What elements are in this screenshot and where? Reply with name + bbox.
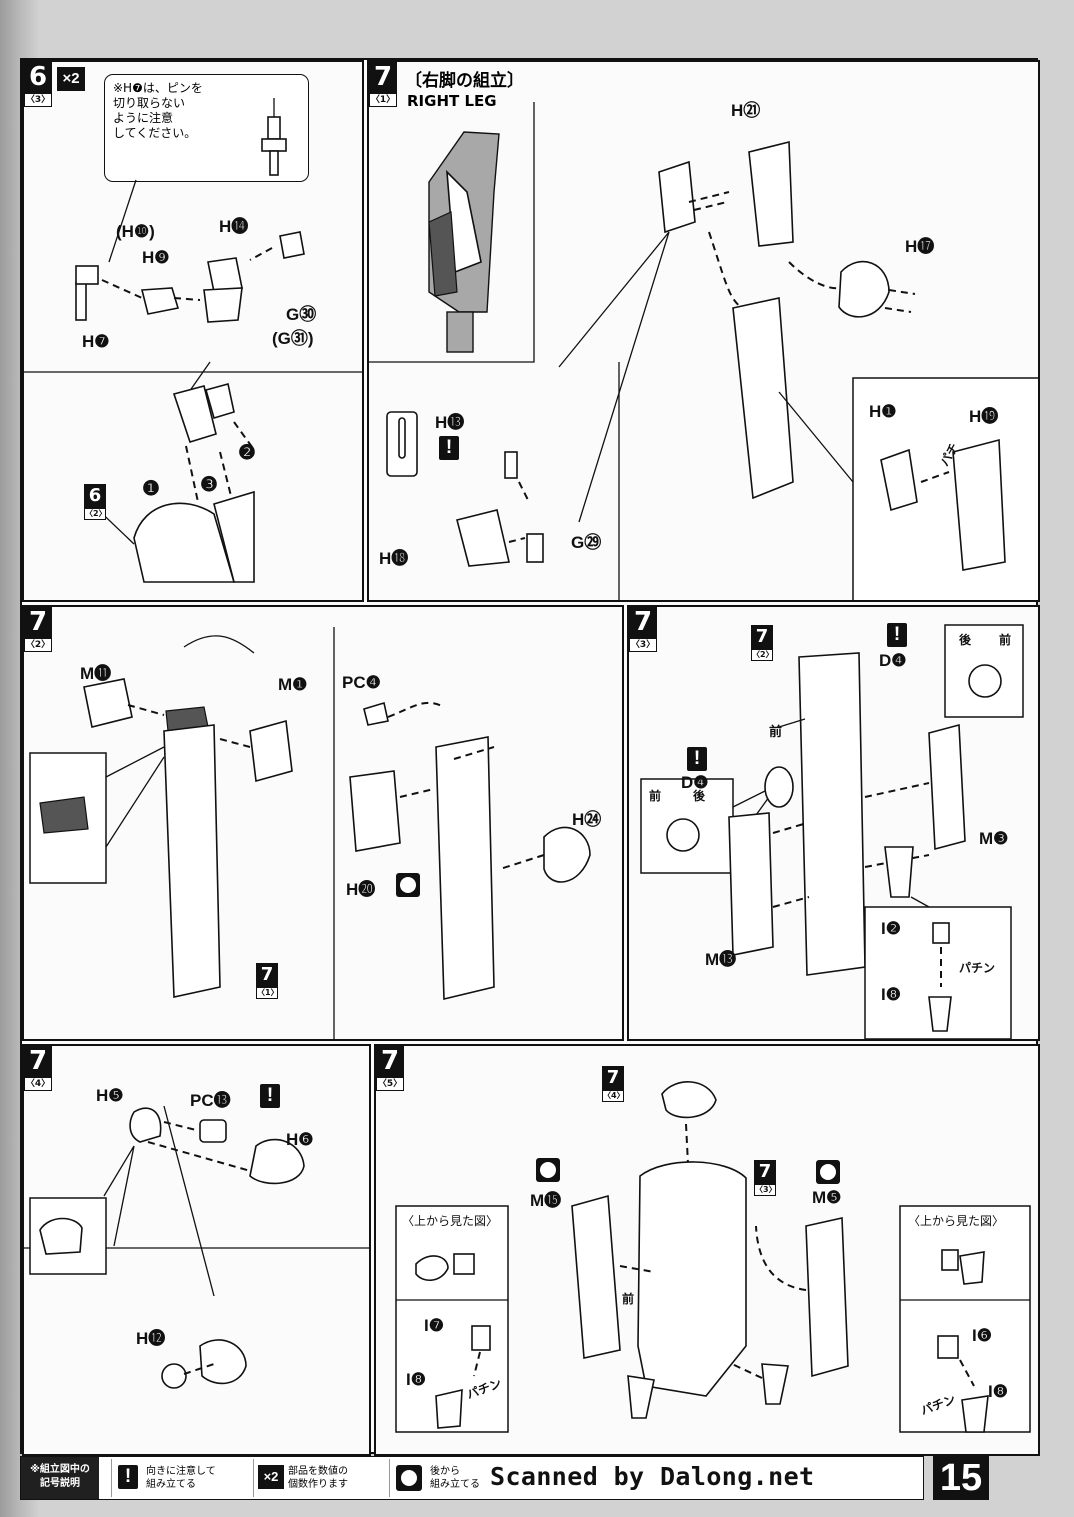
legend-text: 向きに注意して 組み立てる — [146, 1466, 216, 1490]
later-assembly-icon — [536, 1158, 560, 1182]
order-2: ❷ — [238, 442, 256, 464]
step-7-3-diagram — [640, 624, 1024, 1039]
step-7-2-number: 7〈2〉 — [24, 607, 52, 652]
step-7-4-panel: 7〈4〉 H❺ PC⓭ ! H❻ H⓬ — [22, 1044, 371, 1456]
part-m13: M⓭ — [705, 950, 737, 969]
front-label-left: 前 — [649, 789, 662, 803]
step-7-1-diagram — [369, 102, 1038, 600]
part-i8-right: I❽ — [988, 1382, 1008, 1401]
part-m1: M❶ — [278, 675, 308, 694]
part-i7: I❼ — [424, 1316, 444, 1335]
step-7-1-number: 7〈1〉 — [369, 62, 397, 107]
part-g31-paren: (G㉛) — [272, 329, 314, 348]
step-7-5-number: 7〈5〉 — [376, 1046, 404, 1091]
part-h18: H⓲ — [379, 549, 409, 568]
warning-icon: ! — [687, 747, 707, 771]
section-title-jp: 〔右脚の組立〕 — [405, 71, 524, 91]
part-h5: H❺ — [96, 1086, 124, 1105]
symbol-legend: ※組立図中の 記号説明 ! 向きに注意して 組み立てる ×2 部品を数値の 個数… — [20, 1456, 924, 1500]
front-label-top: 前 — [999, 633, 1012, 647]
part-h6: H❻ — [286, 1130, 314, 1149]
part-h10-paren: (H❿) — [116, 222, 155, 241]
part-h21: H㉑ — [731, 101, 761, 120]
part-h13: H⓭ — [435, 413, 465, 432]
back-label-top: 後 — [959, 633, 972, 647]
part-h20: H⓴ — [346, 880, 376, 899]
step-6-panel: 6〈3〉 ×2 ※H❼は、ピンを 切り取らない ように注意 してください。 (H… — [22, 60, 364, 602]
part-h14: H⓮ — [219, 217, 249, 236]
later-assembly-icon — [816, 1160, 840, 1184]
step-6-number: 6〈3〉 — [24, 62, 52, 107]
part-m15: M⓯ — [530, 1191, 562, 1210]
legend-item-later: 後から 組み立てる — [389, 1459, 489, 1497]
step-6-diagram — [24, 98, 362, 583]
warning-icon: ! — [118, 1465, 138, 1489]
part-m3: M❸ — [979, 829, 1009, 848]
instruction-sheet: 6〈3〉 ×2 ※H❼は、ピンを 切り取らない ように注意 してください。 (H… — [20, 58, 1040, 1456]
legend-item-orientation: ! 向きに注意して 組み立てる — [111, 1459, 251, 1497]
legend-title: ※組立図中の 記号説明 — [21, 1457, 99, 1499]
legend-text: 後から 組み立てる — [430, 1466, 480, 1490]
part-h17: H⓱ — [905, 237, 935, 256]
part-m5: M❺ — [812, 1188, 842, 1207]
step-7-4-diagram — [24, 1105, 369, 1389]
page-number: 15 — [933, 1456, 989, 1500]
warning-icon: ! — [439, 436, 459, 460]
part-h9: H❾ — [142, 248, 170, 267]
warning-icon: ! — [887, 623, 907, 647]
ref-step-7-1: 7〈1〉 — [256, 963, 279, 999]
step-7-2-diagram — [29, 627, 591, 1039]
step-7-5-diagram — [395, 1081, 1031, 1433]
front-label: 前 — [622, 1292, 635, 1306]
multiplier-icon: ×2 — [258, 1465, 284, 1489]
ref-step-7-3: 7〈3〉 — [754, 1160, 777, 1196]
order-3: ❸ — [200, 474, 218, 496]
later-assembly-icon — [396, 1465, 422, 1491]
clip-sound-2: パチン — [959, 961, 996, 975]
order-1: ❶ — [142, 478, 160, 500]
part-pc4: PC❹ — [342, 673, 381, 692]
part-d4-left: D❹ — [681, 773, 709, 792]
part-i2: I❷ — [881, 919, 901, 938]
part-i6: I❻ — [972, 1326, 992, 1345]
part-pc13: PC⓭ — [190, 1091, 231, 1110]
ref-step-7-4: 7〈4〉 — [602, 1066, 625, 1102]
part-d4-top: D❹ — [879, 651, 907, 670]
step-7-4-number: 7〈4〉 — [24, 1046, 52, 1091]
part-h24: H㉔ — [572, 810, 602, 829]
part-m11: M⓫ — [80, 664, 112, 683]
step-7-1-panel: 7〈1〉 〔右脚の組立〕 RIGHT LEG H㉑ H⓱ H❶ H — [367, 60, 1040, 602]
top-view-label-right: 〈上から見た図〉 — [908, 1214, 1005, 1228]
part-g30: G㉚ — [286, 305, 317, 324]
part-h1: H❶ — [869, 402, 897, 421]
part-h19: H⓳ — [969, 407, 999, 426]
legend-item-multiplier: ×2 部品を数値の 個数作ります — [253, 1459, 387, 1497]
back-label-left: 後 — [693, 789, 706, 803]
part-i8: I❽ — [881, 985, 901, 1004]
ref-step-6-2: 6〈2〉 — [84, 484, 107, 520]
step-7-3-number: 7〈3〉 — [629, 607, 657, 652]
section-title-en: RIGHT LEG — [407, 92, 497, 110]
later-assembly-icon — [396, 873, 420, 897]
part-i8-left: I❽ — [406, 1370, 426, 1389]
part-g29: G㉙ — [571, 533, 602, 552]
scanner-credit: Scanned by Dalong.net — [490, 1462, 815, 1491]
step-7-3-panel: 7〈3〉 7〈2〉 ! D❹ 後 前 前 ! D❹ 前 後 M❸ M⓭ — [627, 605, 1040, 1041]
top-view-label-left: 〈上から見た図〉 — [402, 1214, 499, 1228]
step-7-2-panel: 7〈2〉 M⓫ M❶ PC❹ H㉔ H⓴ 7〈1〉 — [22, 605, 624, 1041]
part-h7: H❼ — [82, 332, 110, 351]
multiplier-badge: ×2 — [57, 67, 85, 91]
front-arrow-label: 前 — [769, 724, 783, 739]
part-h12: H⓬ — [136, 1329, 166, 1348]
legend-text: 部品を数値の 個数作ります — [288, 1466, 348, 1490]
step-7-5-panel: 7〈5〉 7〈4〉 7〈3〉 M⓯ M❺ 〈上から見た図〉 〈上から見た図〉 I — [374, 1044, 1040, 1456]
ref-step-7-2: 7〈2〉 — [751, 625, 774, 661]
warning-icon: ! — [260, 1084, 280, 1108]
